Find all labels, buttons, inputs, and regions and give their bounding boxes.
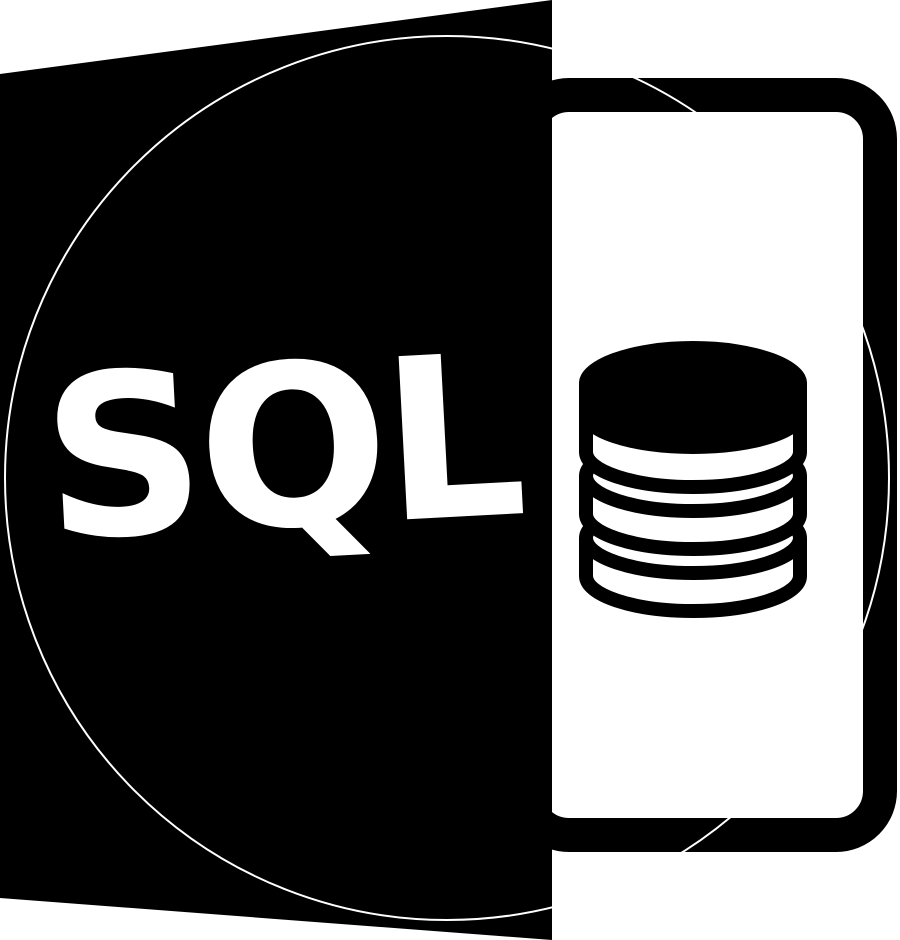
sql-label: SQL	[36, 305, 526, 591]
background-ring	[4, 35, 890, 921]
database-top-rim	[579, 378, 807, 454]
cover-panel	[0, 0, 552, 940]
